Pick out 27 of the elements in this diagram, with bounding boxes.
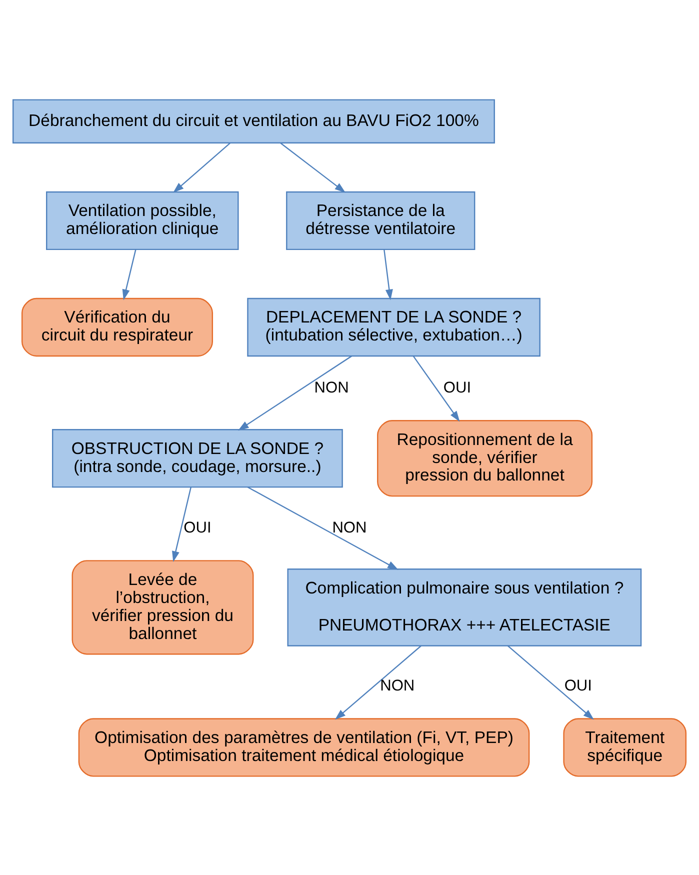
arrow [507, 644, 594, 720]
arrow [334, 644, 422, 720]
edge-label: OUI [564, 676, 592, 694]
arrow [173, 142, 230, 192]
node-box: Vérification du circuit du respirateur [21, 297, 214, 356]
node-box: Traitement spécifique [563, 718, 687, 776]
edge-label: OUI [443, 378, 472, 396]
node-box: Persistance de la détresse ventilatoire [286, 190, 476, 250]
arrow [172, 486, 192, 562]
node-box: Complication pulmonaire sous ventilation ? PNEUMOTHORAX +++ ATELECTASIE [287, 568, 642, 646]
edge-label: NON [380, 676, 415, 694]
node-box: DEPLACEMENT DE LA SONDE ? (intubation sélective, extubation…) [247, 297, 540, 356]
node-box: OBSTRUCTION DE LA SONDE ? (intra sonde, coudage, morsure..) [52, 428, 343, 488]
node-box: Débranchement du circuit et ventilation au BAVU FiO2 100% [12, 98, 495, 143]
arrow [122, 249, 136, 300]
arrow [247, 486, 398, 570]
node-box: Optimisation des paramètres de ventilation (Fi, VT, PEP) Optimisation traitement médical étiologique [78, 718, 530, 776]
arrow [280, 142, 346, 192]
arrow [238, 355, 352, 430]
edge-label: NON [332, 518, 367, 536]
arrow [384, 249, 393, 300]
node-box: Levée de l’obstruction, vérifier pression du ballonnet [72, 560, 254, 654]
node-box: Repositionnement de la sonde, vérifier pression du ballonnet [377, 420, 593, 496]
edge-label: NON [314, 378, 349, 396]
node-box: Ventilation possible, amélioration clinique [46, 190, 239, 250]
edge-label: OUI [184, 518, 212, 536]
arrow [412, 355, 460, 422]
